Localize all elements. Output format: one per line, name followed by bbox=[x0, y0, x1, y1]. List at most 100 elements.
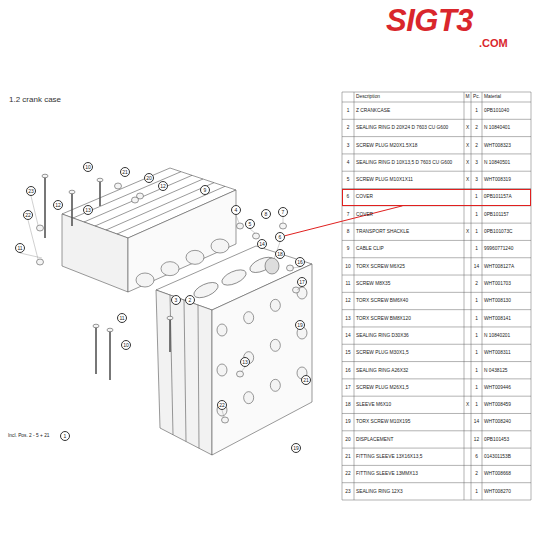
table-cell: TORX SCREW M6X25 bbox=[356, 258, 464, 275]
leader-line bbox=[31, 196, 38, 225]
table-cell: CABLE CLIP bbox=[356, 240, 464, 257]
bearing-saddle bbox=[211, 239, 229, 253]
leader-line bbox=[236, 215, 239, 223]
callout-number: 11 bbox=[15, 243, 25, 253]
table-rule bbox=[342, 223, 531, 224]
screw-head bbox=[42, 174, 48, 178]
table-cell: TORX SCREW BM6X40 bbox=[356, 292, 464, 309]
table-cell: N 10840401 bbox=[484, 119, 531, 136]
table-cell: SEALING RING 12X3 bbox=[356, 483, 464, 500]
table-cell: 0PB101073C bbox=[484, 223, 531, 240]
callout-text: 6 bbox=[276, 233, 284, 242]
bearing-saddle bbox=[161, 262, 179, 276]
table-rule bbox=[342, 378, 531, 379]
table-cell: 0PB101040 bbox=[484, 102, 531, 119]
table-cell: 18 bbox=[342, 396, 354, 413]
callout-number: 6 bbox=[275, 232, 285, 242]
screw bbox=[169, 318, 171, 352]
table-cell: 1 bbox=[471, 310, 482, 327]
table-rule bbox=[342, 275, 531, 276]
table-cell: 10 bbox=[342, 258, 354, 275]
callout-number: 12 bbox=[158, 181, 168, 191]
table-cell: 5 bbox=[342, 171, 354, 188]
table-rule bbox=[464, 92, 465, 500]
callout-number: 10 bbox=[121, 340, 131, 350]
table-cell: 6 bbox=[342, 188, 354, 205]
table-cell: N 10840501 bbox=[484, 154, 531, 171]
table-cell: 13 bbox=[342, 310, 354, 327]
table-cell: Z CRANKCASE bbox=[356, 102, 464, 119]
table-cell: 7 bbox=[342, 206, 354, 223]
leader-line bbox=[241, 367, 245, 372]
table-cell: 22 bbox=[342, 465, 354, 482]
table-cell: COVER bbox=[356, 188, 464, 205]
table-cell: 1 bbox=[471, 292, 482, 309]
small-part bbox=[222, 417, 229, 423]
crankcase-rib bbox=[73, 172, 181, 218]
screw bbox=[99, 180, 101, 206]
table-rule bbox=[342, 430, 531, 431]
table-cell: TRANSPORT SHACKLE bbox=[356, 223, 464, 240]
table-cell: 19 bbox=[342, 413, 354, 430]
table-cell: 14 bbox=[342, 327, 354, 344]
table-cell: 4 bbox=[342, 154, 354, 171]
table-cell: Pc. bbox=[471, 92, 482, 102]
table-cell: 1 bbox=[471, 396, 482, 413]
brand-suffix: .COM bbox=[479, 37, 508, 49]
crankcase-rib bbox=[184, 300, 186, 442]
table-cell: 17 bbox=[342, 379, 354, 396]
table-cell: WHT008319 bbox=[484, 171, 531, 188]
screw-head bbox=[93, 324, 99, 328]
table-cell: 2 bbox=[471, 137, 482, 154]
table-rule bbox=[471, 92, 472, 500]
table-cell: X bbox=[464, 119, 471, 136]
table-rule bbox=[354, 92, 355, 500]
table-rule bbox=[342, 136, 531, 137]
table-cell: SCREW PLUG M10X1X11 bbox=[356, 171, 464, 188]
callout-number: 21 bbox=[120, 167, 130, 177]
table-cell: N 10840201 bbox=[484, 327, 531, 344]
callout-number: 18 bbox=[275, 249, 285, 259]
callout-number: 8 bbox=[261, 209, 271, 219]
table-cell: SEALING RING D30X36 bbox=[356, 327, 464, 344]
table-cell: X bbox=[464, 223, 471, 240]
table-cell: 1 bbox=[471, 223, 482, 240]
crankcase-rib bbox=[95, 179, 203, 226]
table-cell: 99960771240 bbox=[484, 240, 531, 257]
callout-number: 23 bbox=[26, 186, 36, 196]
leader-line bbox=[292, 267, 300, 268]
screw-head bbox=[97, 178, 103, 182]
table-cell: 1 bbox=[471, 483, 482, 500]
table-cell: 1 bbox=[471, 102, 482, 119]
table-cell: TORX SCREW M10X195 bbox=[356, 413, 464, 430]
small-part bbox=[37, 259, 44, 265]
table-cell: 8 bbox=[342, 223, 354, 240]
small-part bbox=[280, 223, 287, 229]
table-rule bbox=[342, 482, 531, 483]
table-cell: 014301153B bbox=[484, 448, 531, 465]
table-rule bbox=[342, 102, 531, 103]
table-cell: WHT008311 bbox=[484, 344, 531, 361]
screw-head bbox=[167, 316, 173, 320]
table-cell: 0PB101453 bbox=[484, 431, 531, 448]
bearing-saddle bbox=[186, 250, 204, 264]
screw bbox=[44, 176, 46, 238]
table-cell: 2 bbox=[342, 119, 354, 136]
callout-number: 10 bbox=[83, 162, 93, 172]
table-cell: 21 bbox=[342, 448, 354, 465]
bolt-hole bbox=[270, 299, 280, 311]
table-cell: SLEEVE M6X10 bbox=[356, 396, 464, 413]
table-rule bbox=[342, 171, 531, 172]
leader-line bbox=[283, 217, 284, 223]
table-cell: WHT008270 bbox=[484, 483, 531, 500]
small-part bbox=[237, 371, 244, 377]
brand-logo: SIGT3 bbox=[386, 3, 473, 39]
table-cell: 11 bbox=[342, 275, 354, 292]
table-cell: SEALING RING D 20X24 D 7603 CU G600 bbox=[356, 119, 464, 136]
table-cell: SEALING RING D 10X13,5 D 7603 CU G600 bbox=[356, 154, 464, 171]
crankcase-rib bbox=[84, 175, 192, 222]
table-cell: TORX SCREW BM8X120 bbox=[356, 310, 464, 327]
callout-number: 16 bbox=[295, 257, 305, 267]
page-title: 1.2 crank case bbox=[9, 95, 61, 104]
